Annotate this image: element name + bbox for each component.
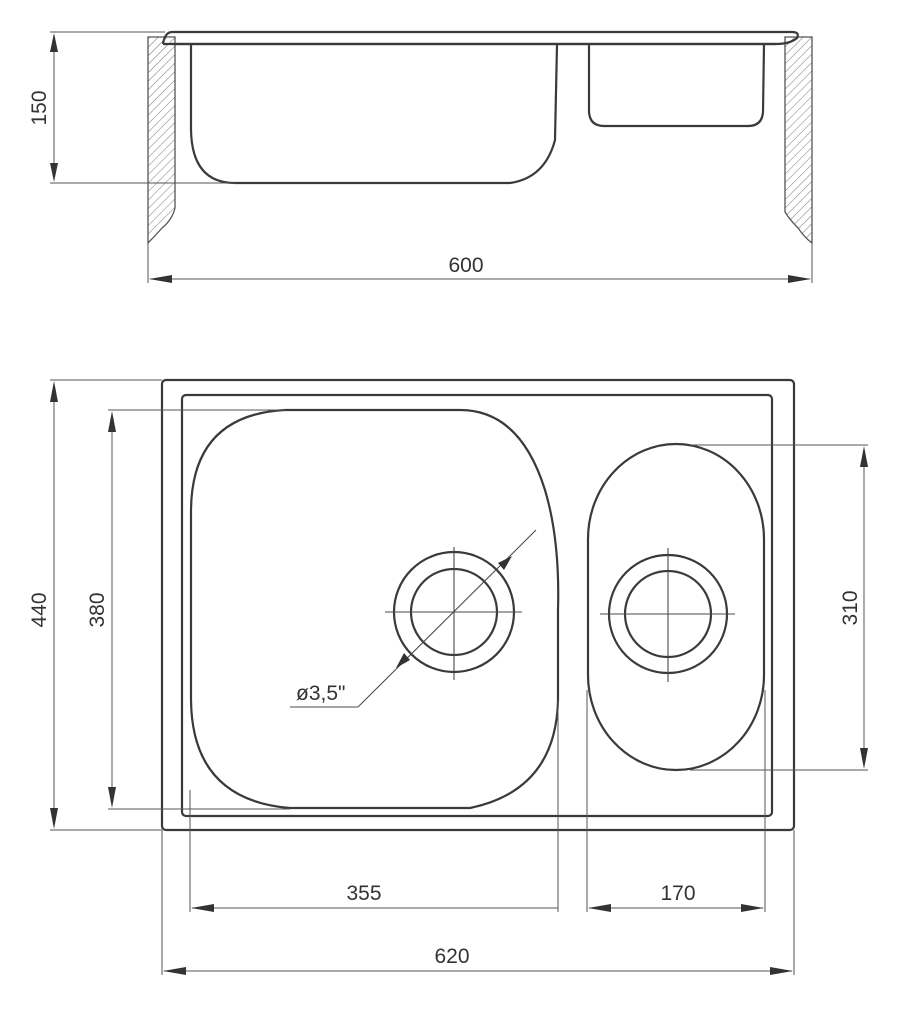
small-bowl-width-label: 170 [660, 882, 695, 905]
side-width-label: 600 [448, 254, 483, 277]
side-height-label: 150 [28, 90, 51, 125]
small-bowl-profile [587, 43, 766, 128]
main-bowl-height-label: 380 [86, 592, 109, 627]
top-view: ø3,5" 440 380 310 355 [28, 378, 868, 975]
main-bowl-width-label: 355 [346, 882, 381, 905]
right-counter-section [784, 36, 813, 245]
small-bowl-outline [586, 442, 766, 772]
overall-width-label: 620 [434, 945, 469, 968]
small-bowl-height-label: 310 [839, 590, 862, 625]
main-bowl-profile [189, 43, 559, 185]
main-bowl-outline [189, 408, 560, 810]
sink-inner-frame [180, 393, 774, 818]
side-view: 150 600 [28, 30, 813, 283]
left-counter-section [147, 36, 176, 245]
sink-outer-frame [160, 378, 796, 832]
drain-diameter-label: ø3,5" [296, 682, 345, 705]
sink-rim [161, 30, 799, 46]
overall-height-label: 440 [28, 592, 51, 627]
